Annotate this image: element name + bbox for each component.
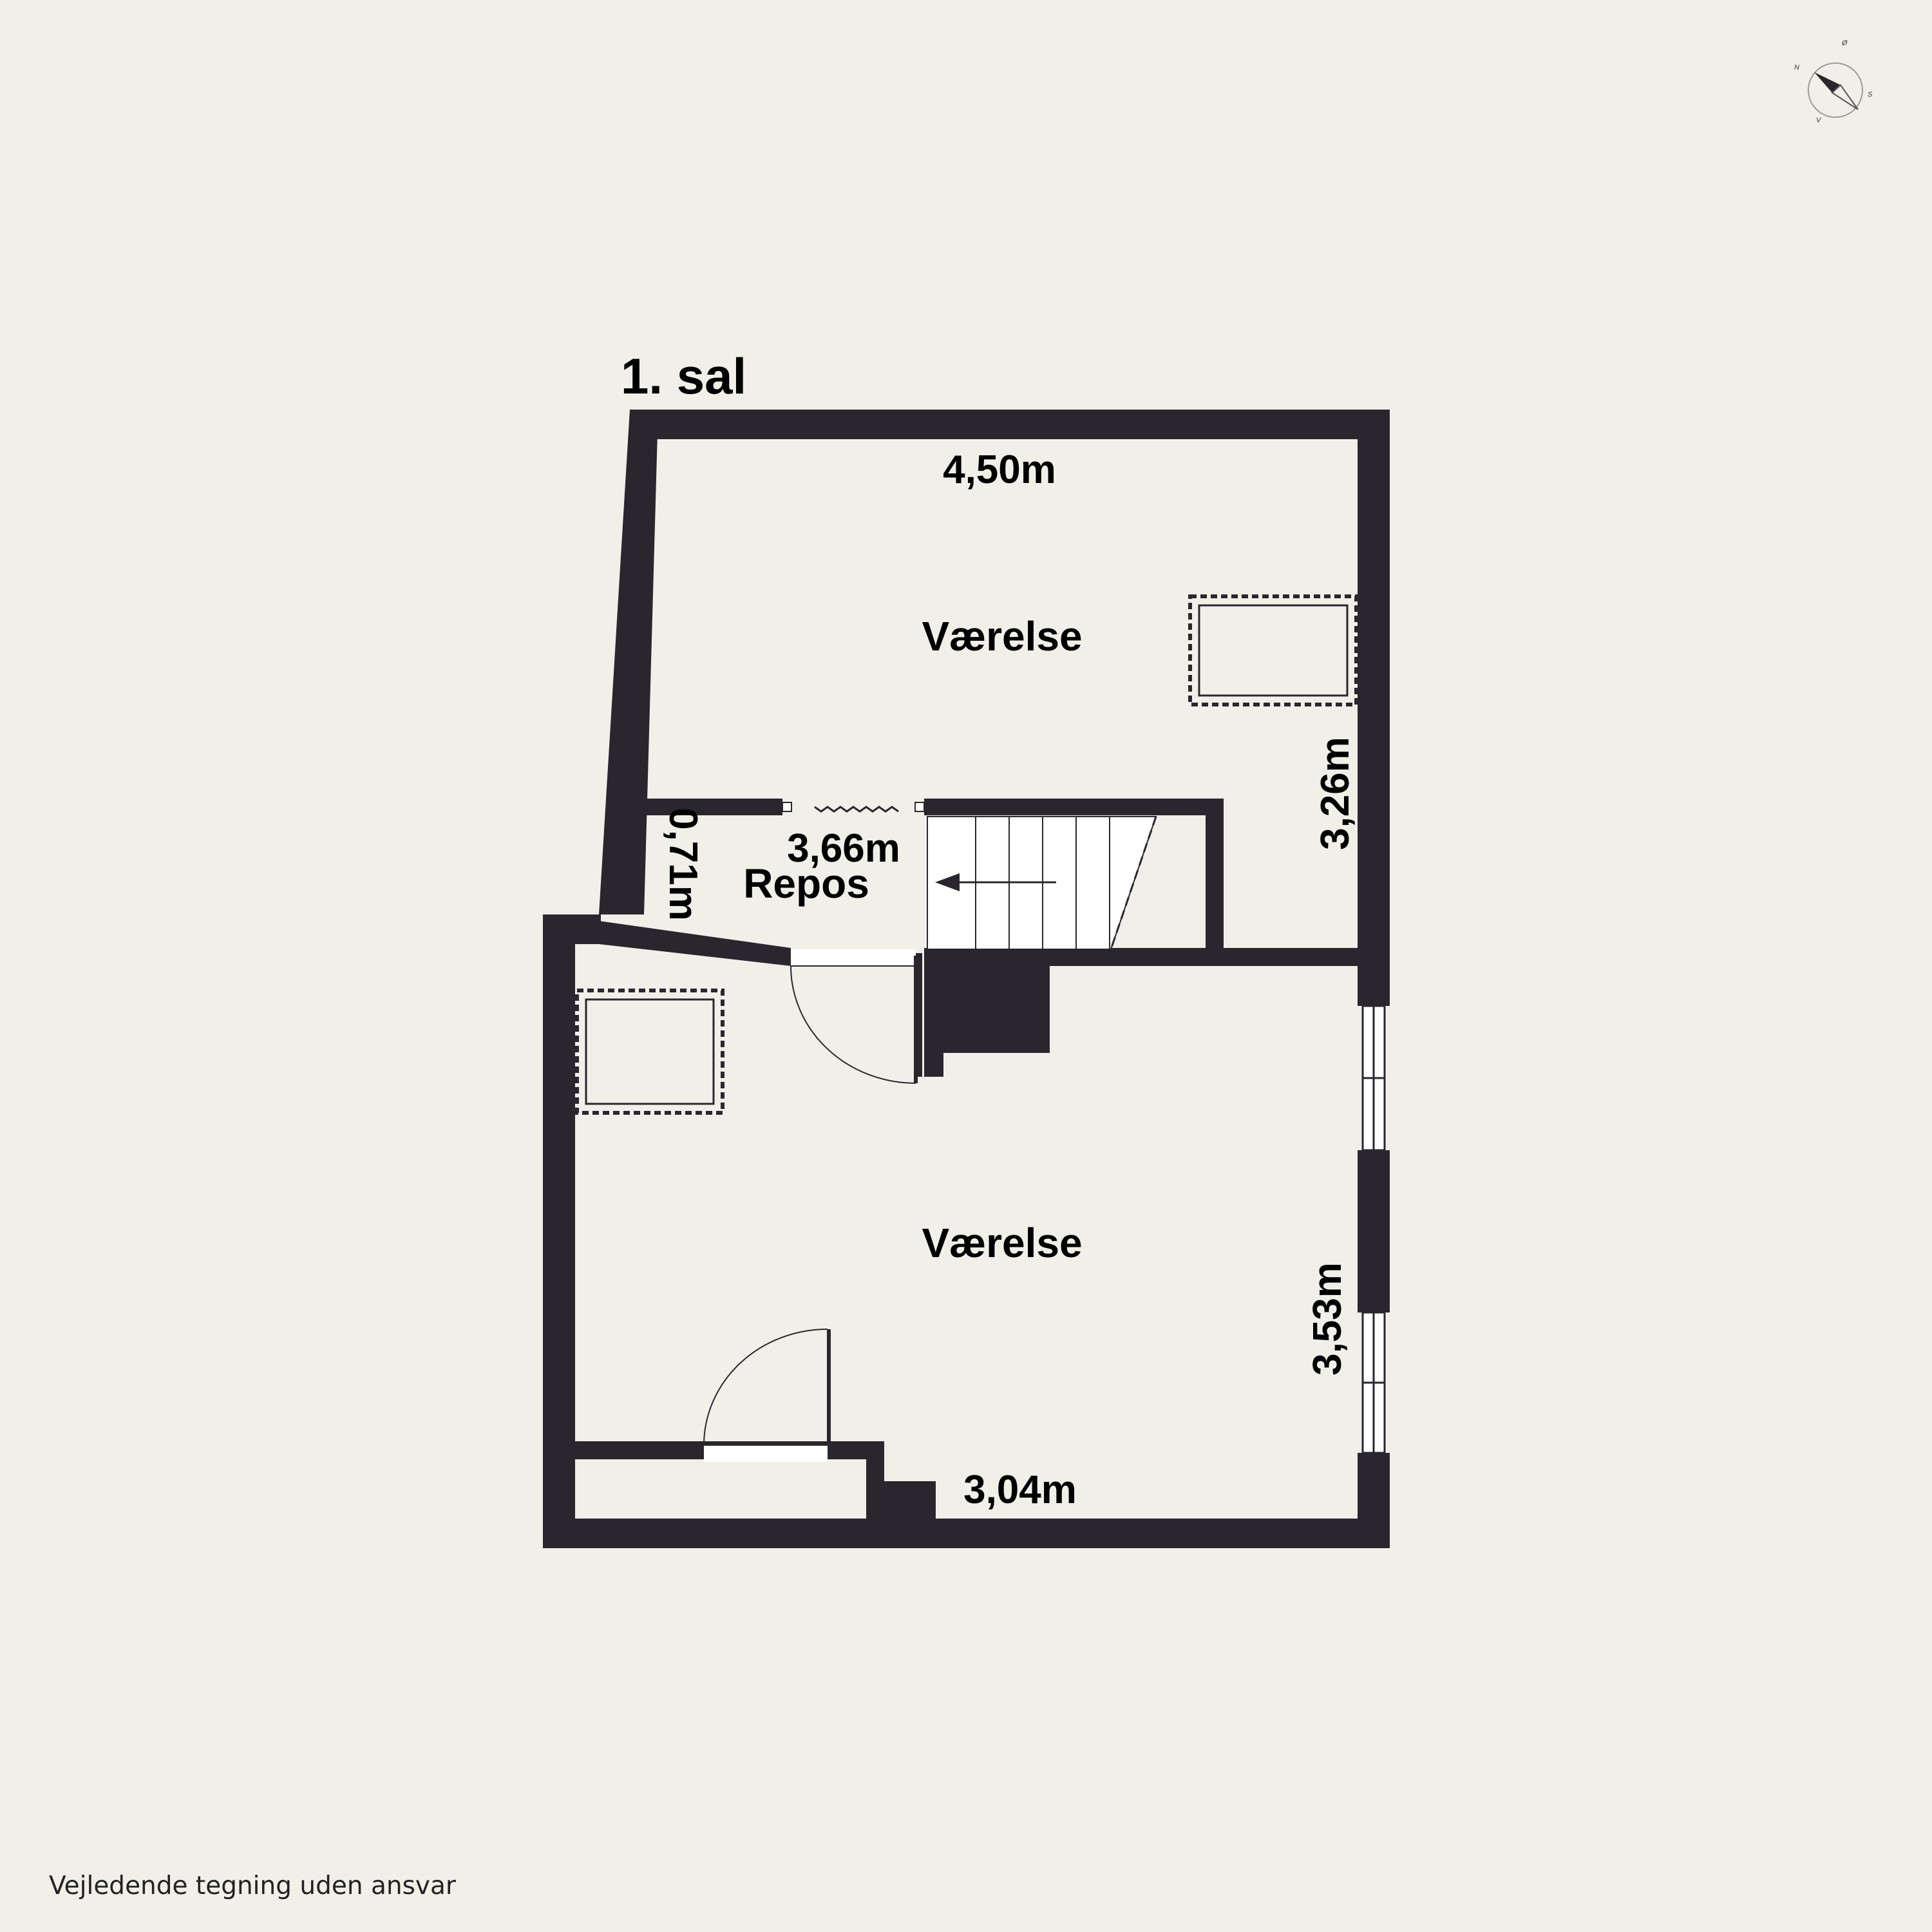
- window-upper: [1361, 1005, 1386, 1151]
- room-label-lower: Værelse: [922, 1220, 1082, 1266]
- door-closet: [703, 1329, 831, 1462]
- arrow-left-icon: [935, 873, 960, 891]
- disclaimer-text: Vejledende tegning uden ansvar: [49, 1871, 456, 1900]
- compass-icon: N Ø S V: [1794, 39, 1873, 124]
- compass-east: Ø: [1841, 39, 1848, 47]
- skylight-lower: [575, 989, 724, 1115]
- compass-north: N: [1794, 64, 1799, 71]
- floor-label: 1. sal: [621, 348, 746, 404]
- staircase: [927, 816, 1157, 950]
- compass-south: S: [1868, 91, 1873, 99]
- radiator-icon: [782, 802, 925, 813]
- dimension-upper-height: 3,26m: [1313, 737, 1358, 850]
- window-lower: [1361, 1311, 1386, 1454]
- dimension-landing-height: 0,71m: [661, 808, 705, 921]
- dimension-upper-width: 4,50m: [943, 448, 1056, 492]
- dimension-lower-width: 3,04m: [963, 1468, 1077, 1512]
- room-label-landing: Repos: [743, 860, 869, 907]
- walls: [543, 410, 1390, 1548]
- room-label-upper: Værelse: [922, 613, 1082, 659]
- dimension-lower-height: 3,53m: [1305, 1262, 1350, 1376]
- door-landing: [790, 949, 918, 1084]
- skylight-upper: [1188, 594, 1358, 706]
- dimension-landing-width: 3,66m: [787, 826, 900, 871]
- compass-west: V: [1816, 117, 1822, 124]
